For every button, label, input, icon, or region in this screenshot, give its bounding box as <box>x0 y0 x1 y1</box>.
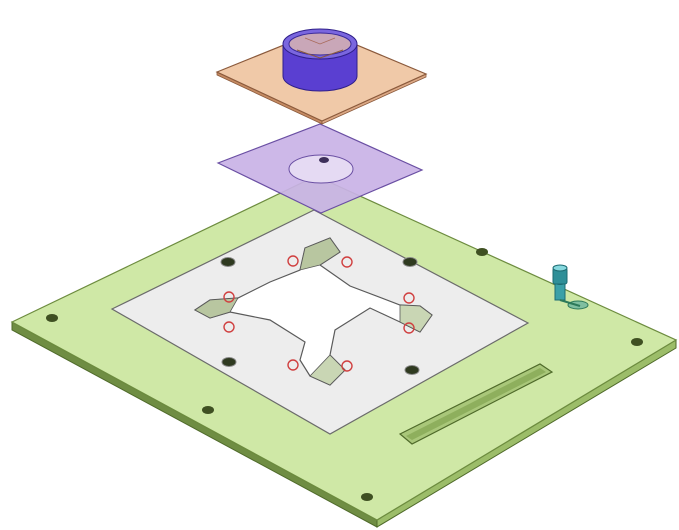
purple-layer <box>216 123 424 214</box>
center-plate-hole <box>220 257 236 267</box>
center-plate-hole <box>404 365 420 375</box>
mounting-hole <box>476 248 488 256</box>
mounting-hole <box>46 314 58 322</box>
mounting-hole <box>361 493 373 501</box>
screw-icon <box>341 360 353 372</box>
screw-set <box>223 255 415 372</box>
screw-icon <box>223 291 235 303</box>
purple-layer-center-hole <box>288 154 354 184</box>
screw-icon <box>287 359 299 371</box>
mounting-hole <box>202 406 214 414</box>
mounting-hole <box>631 338 643 346</box>
base-plate-slot-inner <box>406 368 546 440</box>
screw-icon <box>223 321 235 333</box>
screw-icon <box>403 322 415 334</box>
cylinder-cup <box>282 28 358 92</box>
screw-icon <box>341 256 353 268</box>
center-plate-hole <box>402 257 418 267</box>
purple-layer-pin-hole <box>319 157 329 163</box>
screw-icon <box>287 255 299 267</box>
locating-post <box>552 264 589 310</box>
screw-icon <box>403 292 415 304</box>
center-plate-hole <box>221 357 237 367</box>
center-plate <box>110 209 530 435</box>
